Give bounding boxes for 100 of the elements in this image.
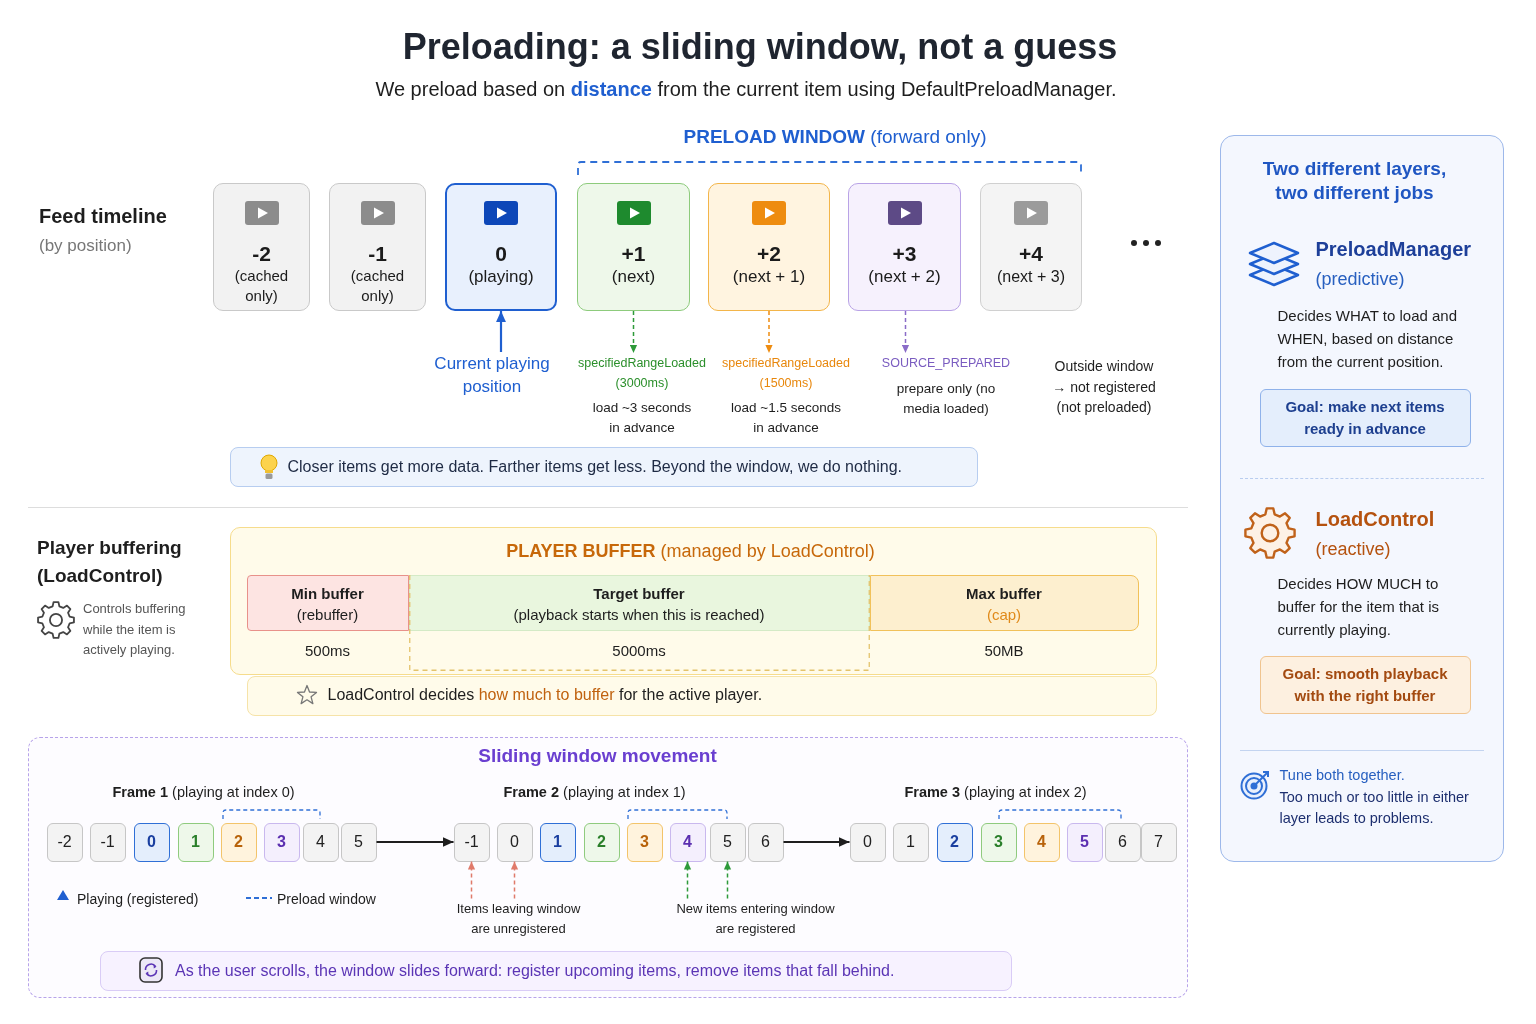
title: Preloading: a sliding window, not a guess	[402, 25, 1118, 69]
state-name: specifiedRangeLoaded (3000ms)	[577, 355, 707, 392]
frame-title: Frame 3 (playing at index 2)	[904, 782, 1087, 802]
tip-text: Too much or too little in either layer leads to problems.	[1279, 788, 1470, 828]
section-heading: Player buffering (LoadControl)	[37, 536, 183, 588]
arrow	[496, 311, 506, 352]
state-description: prepare only (no media loaded)	[895, 380, 997, 418]
index-tile: 1	[892, 822, 929, 862]
position-index: +1	[621, 241, 646, 266]
dashed-arrow	[510, 860, 519, 900]
index-tile: 6	[1104, 822, 1141, 862]
goal-banner: Goal: smooth playback with the right buffer	[1259, 655, 1471, 714]
position-status: (next + 2)	[868, 265, 941, 288]
component-name: LoadControl	[1315, 506, 1435, 531]
arrow	[376, 837, 454, 847]
index-tile: 3	[626, 822, 663, 862]
index-tile: 3	[980, 822, 1017, 862]
component-name: PreloadManager	[1315, 236, 1472, 261]
side-panel	[1220, 135, 1504, 862]
legend-label: Preload window	[277, 890, 376, 909]
state-description: load ~3 seconds in advance	[591, 399, 693, 437]
arrow	[783, 837, 850, 847]
index-tile: 0	[133, 822, 170, 862]
index-tile: 0	[496, 822, 533, 862]
note-text: As the user scrolls, the window slides forward: register upcoming items, remove items that fall behind.	[175, 960, 895, 981]
tip-heading: Tune both together.	[1279, 766, 1405, 785]
position-status: (cached only)	[349, 265, 406, 306]
index-tile: 2	[583, 822, 620, 862]
goal-banner: Goal: make next items ready in advance	[1259, 388, 1471, 447]
position-status: (next + 3)	[997, 266, 1065, 287]
dashed-arrow	[629, 310, 638, 354]
buffer-panel	[230, 527, 1157, 675]
segment-title: Max buffer	[966, 583, 1042, 604]
buffer-value: 50MB	[984, 640, 1024, 661]
index-tile: 1	[539, 822, 576, 862]
index-tile: 2	[936, 822, 973, 862]
buffer-value: 500ms	[305, 640, 350, 661]
dashed-arrow	[467, 860, 476, 900]
frame-title: Frame 1 (playing at index 0)	[112, 782, 295, 802]
segment-note: (rebuffer)	[296, 604, 359, 625]
segment-title: Target buffer	[593, 583, 685, 604]
index-tile: 2	[220, 822, 257, 862]
annotation-text: Items leaving window are unregistered	[448, 898, 589, 939]
segment-note: (cap)	[986, 604, 1022, 625]
note-text: LoadControl decides how much to buffer for the active player.	[327, 684, 763, 705]
description-text: Decides HOW MUCH to buffer for the item that is currently playing.	[1277, 574, 1440, 640]
note-banner	[247, 676, 1157, 716]
panel-heading: Two different layers, two different jobs	[1261, 156, 1448, 205]
index-tile: 7	[1140, 822, 1177, 862]
index-tile: 4	[1023, 822, 1060, 862]
note-banner	[99, 950, 1012, 991]
segment-title: Min buffer	[291, 583, 364, 604]
index-tile: 1	[177, 822, 214, 862]
component-tag: (reactive)	[1315, 537, 1391, 560]
component-tag: (predictive)	[1315, 267, 1405, 290]
position-caption: Current playing position	[417, 352, 567, 398]
state-name: SOURCE_PREPARED	[881, 355, 1011, 372]
buffer-segment	[869, 574, 1139, 631]
position-index: +3	[892, 241, 917, 266]
subtitle: We preload based on distance from the current item using DefaultPreloadManager.	[375, 77, 1117, 101]
tip-text: Closer items get more data. Farther items get less. Beyond the window, we do nothing.	[287, 456, 903, 477]
legend-label: Playing (registered)	[77, 890, 199, 909]
video-card	[329, 183, 426, 311]
index-tile: 5	[1066, 822, 1103, 862]
video-card	[445, 183, 557, 311]
description-text: Decides WHAT to load and WHEN, based on distance from the current position.	[1277, 306, 1459, 372]
position-status: (next + 1)	[732, 265, 806, 288]
video-card	[848, 183, 961, 311]
index-tile: 4	[302, 822, 339, 862]
index-tile: 3	[263, 822, 300, 862]
dashed-arrow	[901, 310, 910, 354]
dashed-arrow	[765, 310, 773, 354]
position-index: -2	[252, 241, 271, 266]
note-text: Controls buffering while the item is actively playing.	[83, 600, 187, 659]
section-subheading: (by position)	[39, 235, 132, 257]
video-card	[577, 183, 690, 311]
position-index: -1	[368, 241, 387, 266]
position-index: +4	[1019, 241, 1043, 266]
tip-banner	[230, 447, 978, 487]
state-name: specifiedRangeLoaded (1500ms)	[721, 355, 851, 392]
buffer-segment	[408, 574, 870, 631]
section-heading: Feed timeline	[39, 204, 167, 228]
index-tile: 0	[849, 822, 886, 862]
index-tile: -1	[453, 822, 490, 862]
index-tile: 4	[669, 822, 706, 862]
panel-heading: PLAYER BUFFER (managed by LoadControl)	[506, 539, 875, 563]
position-status: (cached only)	[233, 265, 290, 306]
state-description: load ~1.5 seconds in advance	[730, 399, 842, 437]
position-status: (next)	[611, 265, 656, 288]
buffer-value: 5000ms	[612, 640, 666, 661]
index-tile: 5	[340, 822, 377, 862]
index-tile: -2	[46, 822, 83, 862]
video-card	[708, 183, 830, 311]
dashed-arrow	[723, 860, 732, 900]
annotation-text: New items entering window are registered	[669, 898, 842, 939]
video-card	[213, 183, 310, 311]
position-index: +2	[757, 241, 781, 266]
window-heading: PRELOAD WINDOW (forward only)	[683, 125, 987, 149]
buffer-segment	[246, 574, 409, 631]
panel-heading: Sliding window movement	[478, 743, 717, 768]
